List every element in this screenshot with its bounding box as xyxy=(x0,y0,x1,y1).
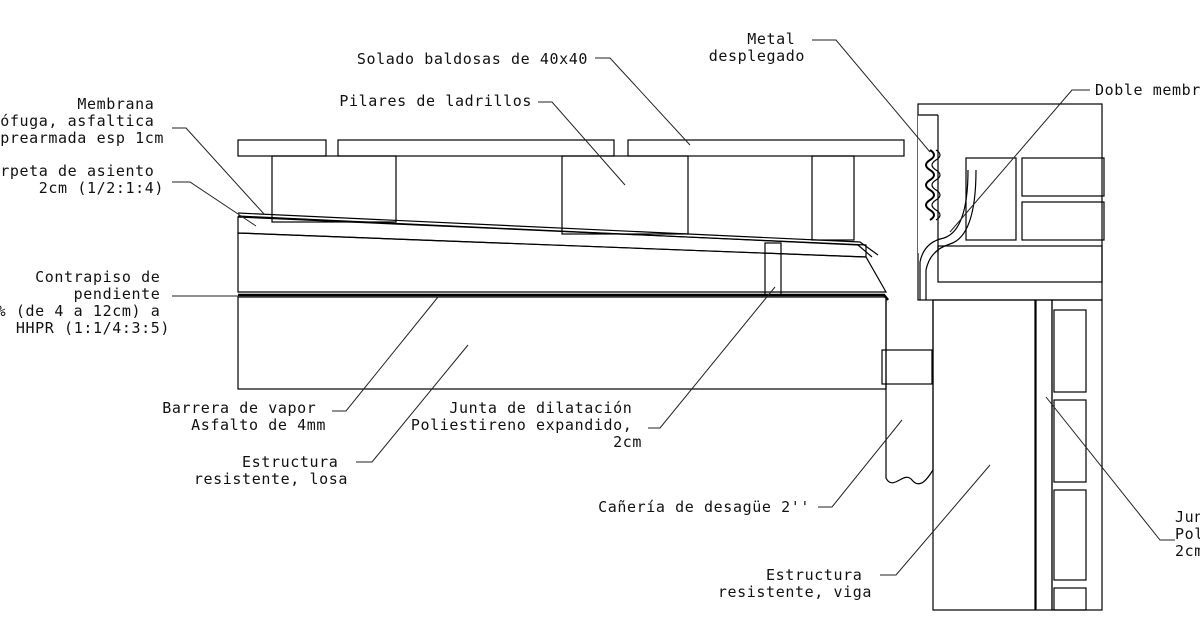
wall-brick-a xyxy=(1053,309,1087,393)
label-carpeta: Carpeta de asiento 2cm (1/2:1:4) xyxy=(0,162,164,197)
bedding-layer xyxy=(237,216,867,258)
wall-brick-d xyxy=(1053,587,1087,611)
waterproof-membrane xyxy=(237,212,879,256)
wall-brick-b xyxy=(1053,399,1087,483)
drain-pipe xyxy=(885,300,934,485)
wall-brick-c xyxy=(1053,489,1087,581)
floor-tile-2 xyxy=(337,139,615,157)
label-estructura-viga: Estructura resistente, viga xyxy=(718,566,872,601)
parapet-notch xyxy=(918,115,938,253)
label-solado: Solado baldosas de 40x40 xyxy=(357,50,588,68)
brick-pillar-1 xyxy=(271,155,397,223)
pipe-collar xyxy=(881,349,933,385)
wall-block xyxy=(1051,299,1103,611)
parapet-brick-1 xyxy=(1021,157,1105,197)
label-junta-dilatacion: Junta de dilatación Poliestireno expandi… xyxy=(411,399,642,451)
label-contrapiso: Contrapiso de pendiente 1.5% (de 4 a 12c… xyxy=(0,268,170,337)
label-membrana: Membrana hidrófuga, asfaltica prearmada … xyxy=(0,95,164,147)
label-estructura-losa: Estructura resistente, losa xyxy=(194,453,348,488)
label-caneria-desague: Cañería de desagüe 2'' xyxy=(598,498,810,516)
brick-pillar-3 xyxy=(811,155,855,241)
label-junta-right: Jun Pol 2cm xyxy=(1175,508,1200,560)
expansion-joint xyxy=(764,242,782,296)
double-membrane xyxy=(919,169,969,263)
beam-joint-strip xyxy=(1035,299,1053,611)
floor-tile-1 xyxy=(237,139,327,157)
waterproof-membrane-inner xyxy=(237,215,873,258)
structural-slab xyxy=(237,296,887,390)
brick-pillar-2 xyxy=(561,155,689,235)
structural-beam xyxy=(932,299,1036,611)
label-doble-membrana: Doble membr xyxy=(1095,81,1200,99)
floor-tile-3 xyxy=(627,139,905,157)
double-membrane-outer xyxy=(925,169,977,271)
parapet-brick-3 xyxy=(965,157,1017,241)
label-metal-desplegado: Metal desplegado xyxy=(709,30,805,65)
metal-lath-inner xyxy=(931,149,941,221)
parapet-base-block xyxy=(937,245,1103,283)
label-pilares: Pilares de ladrillos xyxy=(339,92,532,110)
parapet-brick-2 xyxy=(1021,201,1105,241)
vapor-barrier xyxy=(238,293,890,301)
leader-lines xyxy=(172,39,1175,576)
metal-lath xyxy=(925,149,935,221)
label-barrera-vapor: Barrera de vapor Asfalto de 4mm xyxy=(162,399,326,434)
